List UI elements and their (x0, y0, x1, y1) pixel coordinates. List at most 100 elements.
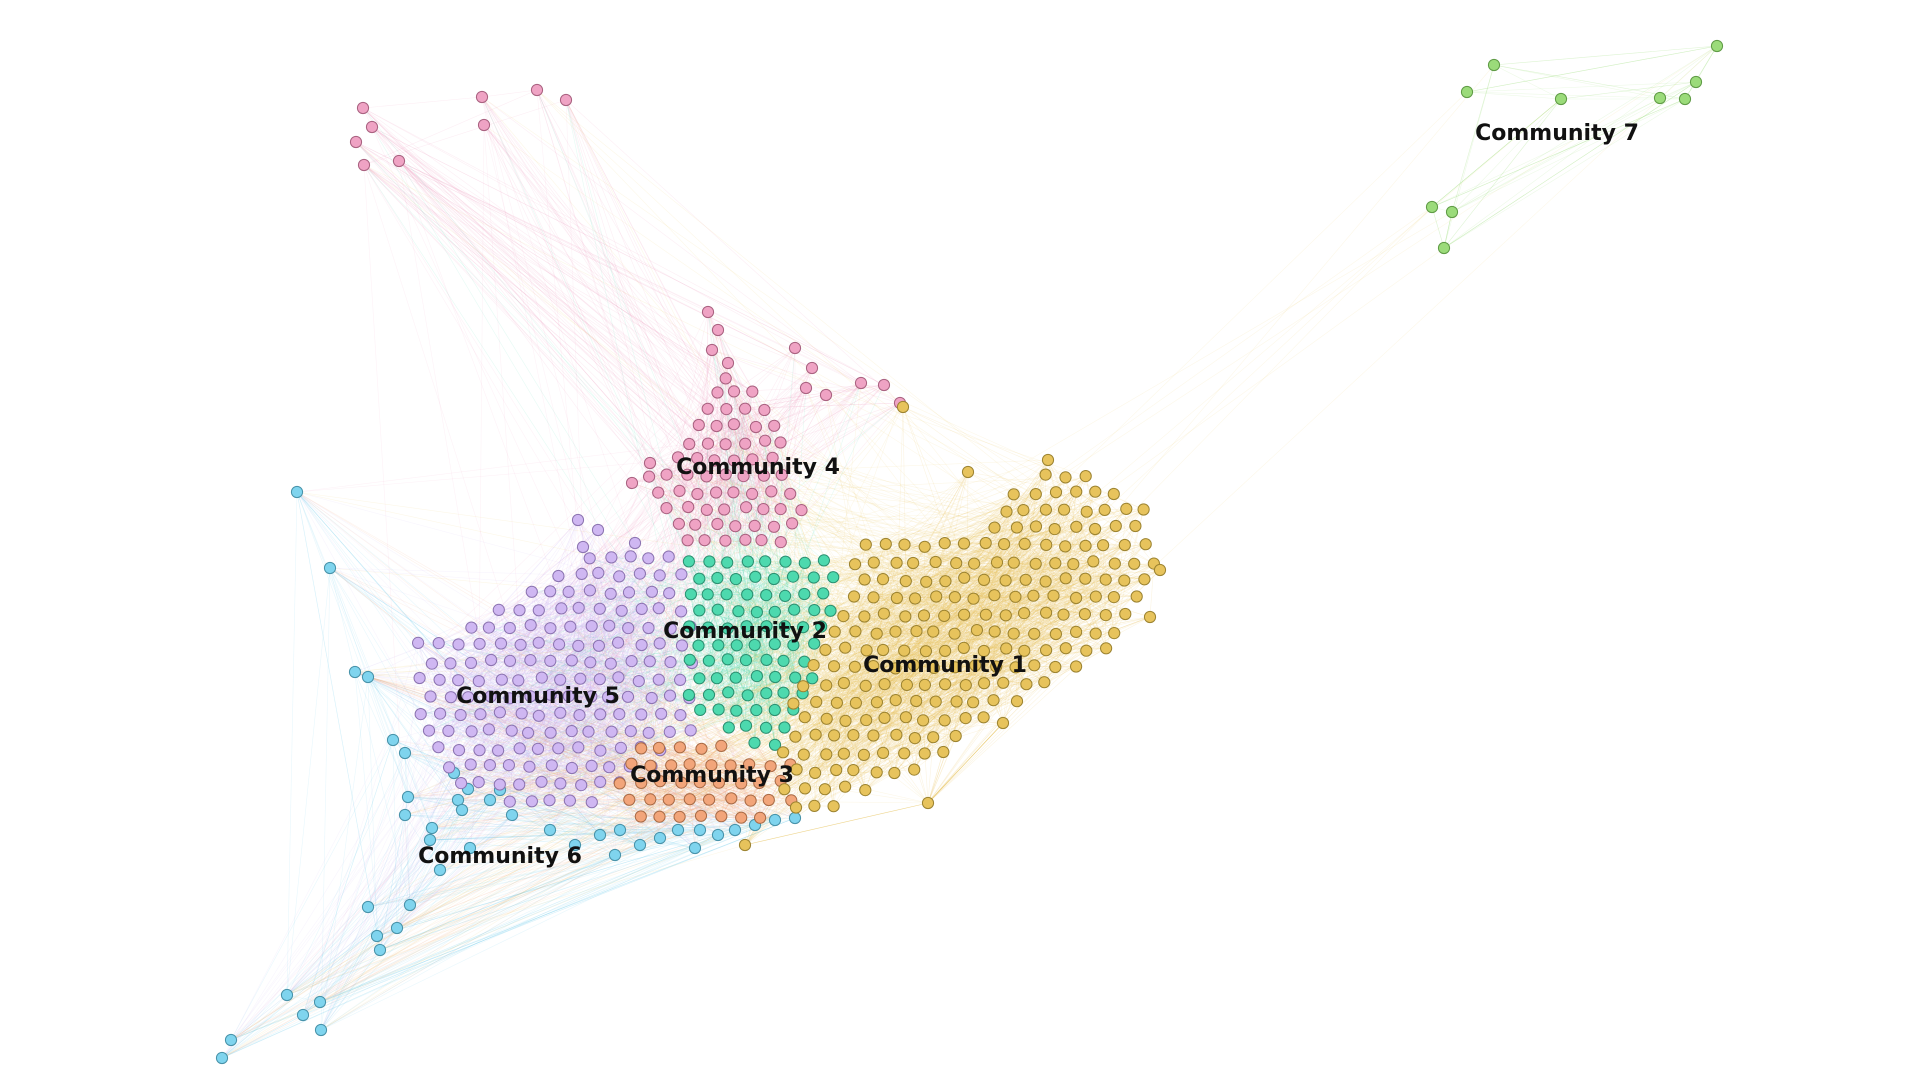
edge (541, 628, 671, 782)
edge (329, 567, 469, 790)
edge (708, 660, 776, 678)
edge (935, 561, 1077, 633)
edge (467, 788, 661, 839)
edge (688, 457, 773, 508)
edge (489, 799, 641, 846)
edge (843, 563, 1036, 617)
edge (438, 626, 691, 748)
edge (697, 442, 781, 495)
edge (963, 647, 984, 718)
edge (1086, 511, 1097, 597)
edge (725, 347, 796, 541)
edge (717, 594, 748, 646)
edge (699, 593, 805, 711)
edge (718, 645, 784, 662)
edge (1102, 545, 1115, 634)
edge (795, 527, 1018, 808)
edge (638, 661, 671, 682)
edge (354, 671, 661, 839)
edge (803, 633, 955, 687)
edge (641, 781, 700, 784)
edge (520, 644, 609, 698)
edge (745, 493, 791, 541)
edge (689, 764, 722, 817)
edge (490, 695, 670, 697)
edge (1024, 596, 1096, 614)
edge (826, 561, 1094, 720)
edge (558, 644, 620, 783)
edge (974, 525, 1136, 564)
edge (793, 703, 835, 736)
edge (747, 576, 794, 595)
edge (666, 457, 679, 509)
edge (744, 543, 1005, 846)
edge (591, 749, 661, 767)
edge (450, 591, 569, 698)
edge (631, 763, 792, 801)
edge (510, 660, 572, 662)
edge (927, 632, 1115, 804)
edge (568, 661, 650, 697)
edge (404, 814, 601, 836)
edge (756, 562, 805, 613)
edge (731, 780, 781, 799)
edge (793, 650, 905, 704)
edge (814, 544, 867, 806)
edge (355, 141, 764, 510)
edge (965, 526, 1037, 719)
edge (747, 695, 755, 743)
edge (467, 788, 641, 846)
edge (924, 543, 946, 685)
edge (501, 679, 649, 734)
edge (286, 567, 331, 996)
edge (912, 509, 1144, 564)
edge (1466, 91, 1562, 100)
edge (479, 643, 491, 766)
edge (649, 408, 708, 464)
edge (793, 563, 1135, 704)
edge (826, 683, 1027, 720)
edge (694, 394, 827, 525)
edge (836, 579, 1026, 771)
edge (511, 519, 579, 731)
edge (690, 593, 755, 646)
edge (1102, 545, 1107, 649)
edge (458, 644, 632, 662)
edge (825, 580, 1006, 651)
edge (696, 458, 705, 541)
edge (826, 718, 1004, 724)
edge (885, 543, 985, 684)
edge (765, 595, 776, 678)
edge (363, 164, 775, 528)
edge (836, 702, 845, 754)
edge (725, 443, 773, 459)
edge (367, 676, 491, 801)
edge (448, 678, 581, 732)
edge (688, 561, 730, 728)
edge (448, 590, 591, 732)
edge (420, 661, 650, 715)
edge (727, 576, 834, 660)
edge (363, 164, 772, 492)
edge (696, 458, 708, 510)
edge (885, 543, 1114, 598)
edge (558, 575, 572, 732)
edge (726, 594, 794, 646)
edge (362, 107, 744, 477)
edge (973, 598, 984, 718)
edge (489, 747, 559, 766)
edge (853, 475, 1086, 736)
edge (591, 558, 649, 767)
edge (221, 799, 491, 1059)
edge (519, 609, 652, 699)
edge (668, 797, 732, 800)
edge (580, 660, 632, 679)
edge (745, 507, 782, 543)
edge (944, 491, 1096, 544)
edge (580, 627, 629, 679)
edge (519, 748, 593, 803)
edge (489, 799, 551, 831)
edge (747, 561, 814, 578)
edge (550, 626, 691, 696)
edge (707, 627, 718, 679)
